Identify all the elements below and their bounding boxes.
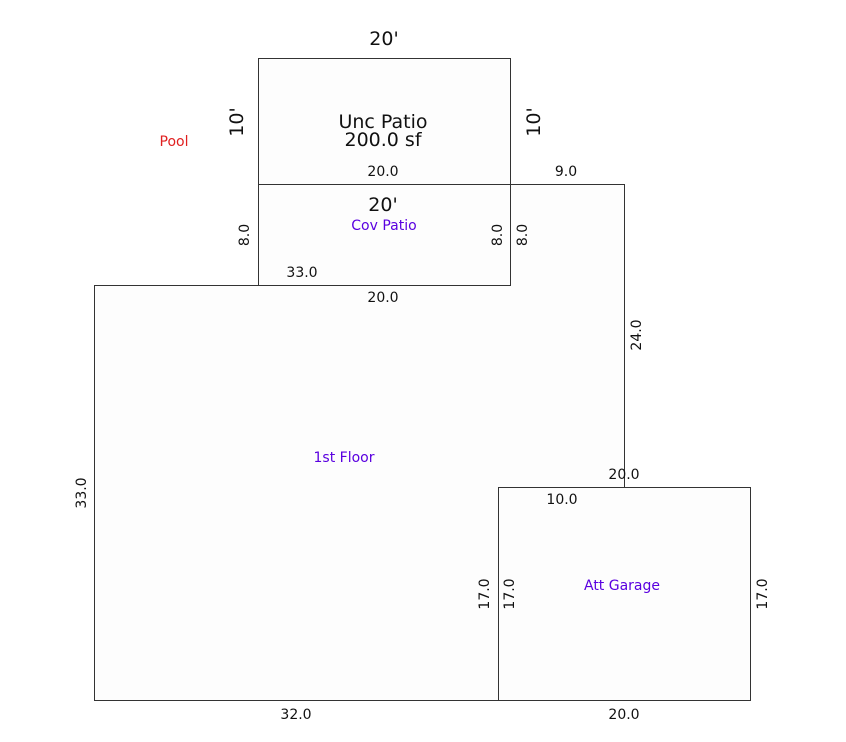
pool-label: Pool	[160, 134, 189, 150]
first-floor-right-outer-dim: 8.0	[515, 224, 531, 246]
unc-patio-left-dim: 10'	[226, 107, 248, 136]
cov-patio-left-dim: 8.0	[237, 224, 253, 246]
cov-patio-right-dim: 8.0	[490, 224, 506, 246]
cov-patio-bottom-dim: 20.0	[367, 290, 398, 306]
first-floor-top-right-dim: 9.0	[555, 164, 577, 180]
cov-patio-name: Cov Patio	[351, 218, 416, 234]
cov-patio-inner-width: 20'	[368, 194, 397, 216]
first-floor-right-dim: 24.0	[629, 319, 645, 350]
first-floor-name: 1st Floor	[314, 450, 375, 466]
att-garage-left-outer-dim: 17.0	[477, 578, 493, 609]
unc-patio-right-dim: 10'	[523, 107, 545, 136]
att-garage-outline	[498, 487, 751, 701]
att-garage-inner-top-dim: 10.0	[546, 492, 577, 508]
first-floor-bottom-dim: 32.0	[280, 707, 311, 723]
att-garage-left-inner-dim: 17.0	[502, 578, 518, 609]
unc-patio-name: Unc Patio	[338, 111, 427, 133]
unc-patio-top-dim: 20'	[369, 28, 398, 50]
att-garage-name: Att Garage	[584, 578, 660, 594]
cov-patio-top-dim: 20.0	[367, 164, 398, 180]
unc-patio-area: 200.0 sf	[344, 129, 422, 151]
att-garage-top-dim: 20.0	[608, 467, 639, 483]
att-garage-right-dim: 17.0	[755, 578, 771, 609]
first-floor-left-dim: 33.0	[74, 477, 90, 508]
cov-patio-outline	[258, 184, 511, 286]
att-garage-bottom-dim: 20.0	[608, 707, 639, 723]
unc-patio-outline	[258, 58, 511, 185]
first-floor-top-left-dim: 33.0	[286, 265, 317, 281]
